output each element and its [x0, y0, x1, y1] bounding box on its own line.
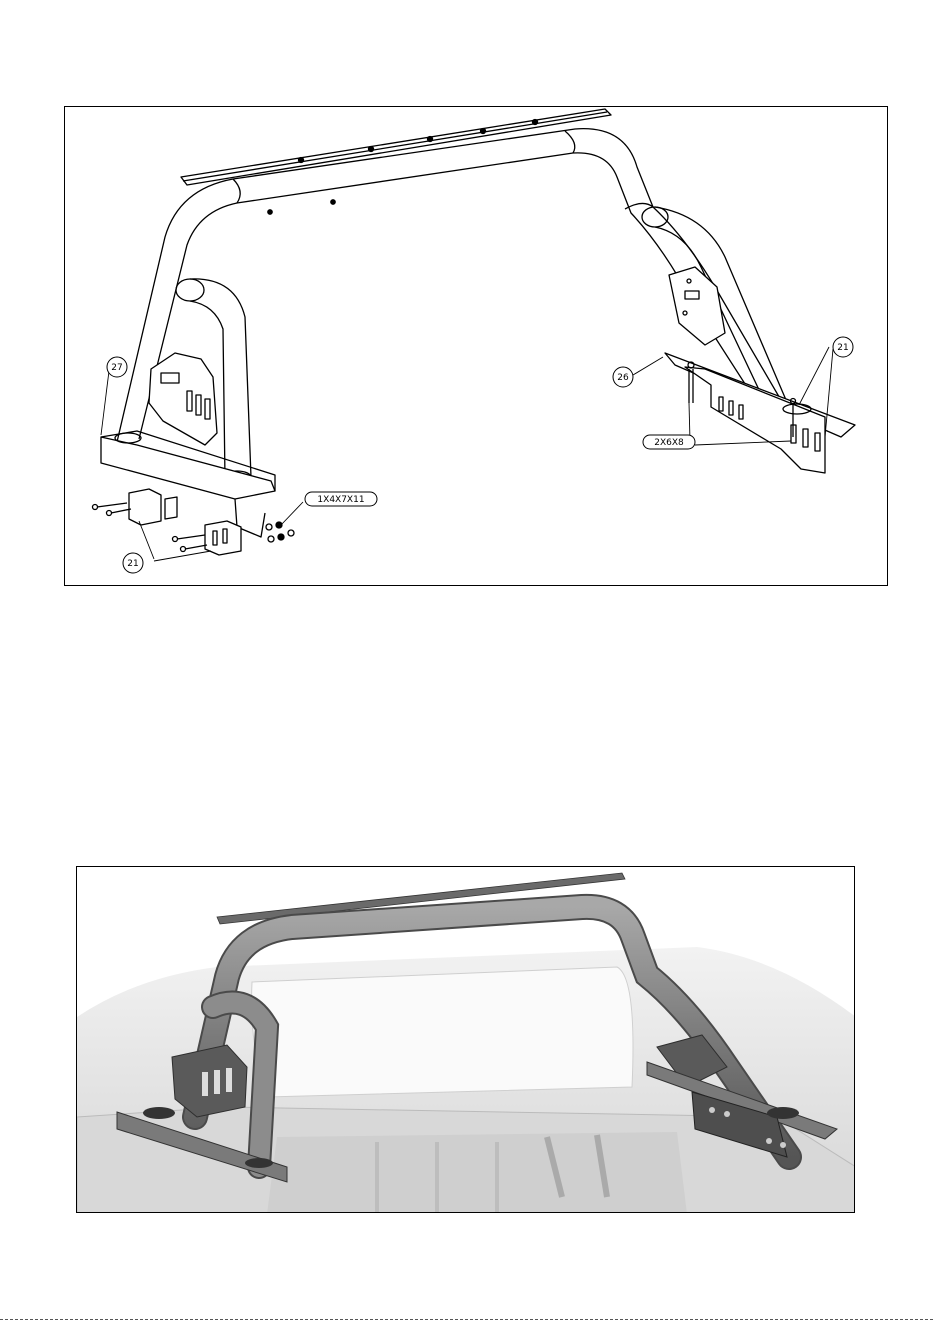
- callout-21-right: 21: [833, 337, 853, 357]
- svg-text:26: 26: [617, 373, 629, 383]
- top-rail-strip: [181, 109, 611, 185]
- callout-fastener-right: 2X6X8: [643, 435, 695, 449]
- callout-21-left: 21: [123, 553, 143, 573]
- svg-text:21: 21: [127, 559, 138, 569]
- callout-27: 27: [107, 357, 127, 377]
- right-side-plate: [669, 267, 725, 345]
- callout-26: 26: [613, 367, 633, 387]
- svg-text:27: 27: [111, 363, 122, 373]
- installed-render: [77, 867, 855, 1213]
- callout-fastener-left: 1X4X7X11: [305, 492, 377, 506]
- left-side-plate: [149, 353, 217, 445]
- exploded-diagram-frame: 27 26 21 21 1X4X7X11 2X6X8: [64, 106, 888, 586]
- left-bolts: [93, 503, 295, 552]
- svg-text:21: 21: [837, 343, 848, 353]
- left-clamp-brackets: [129, 489, 241, 555]
- installed-render-frame: [76, 866, 855, 1213]
- left-base-plate: [101, 431, 275, 537]
- svg-text:2X6X8: 2X6X8: [654, 438, 684, 448]
- svg-text:1X4X7X11: 1X4X7X11: [317, 495, 364, 505]
- exploded-diagram: 27 26 21 21 1X4X7X11 2X6X8: [65, 107, 889, 587]
- page-bottom-border: [0, 1319, 933, 1320]
